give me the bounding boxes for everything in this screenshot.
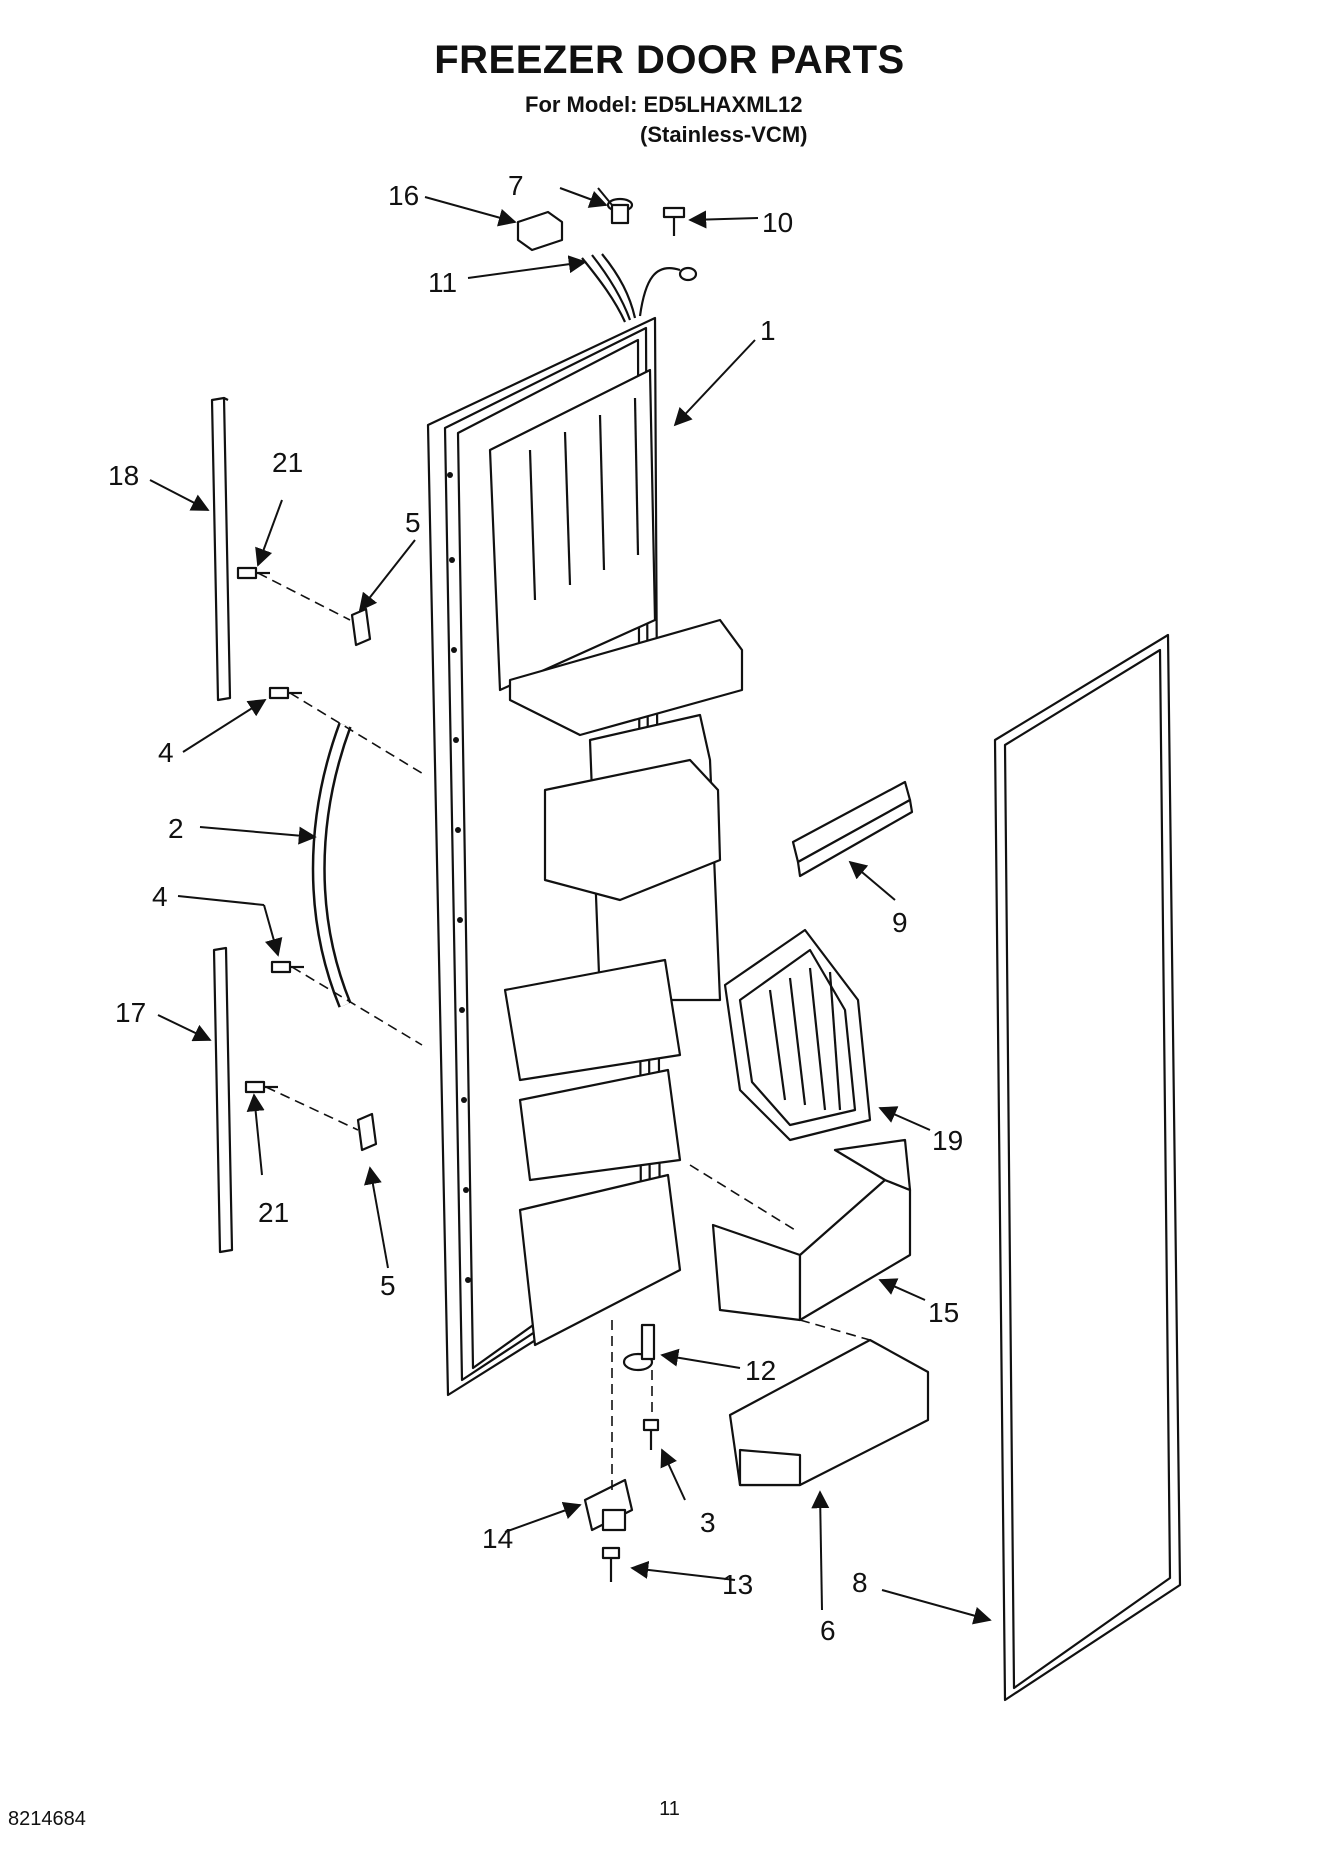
callout-1: 1 bbox=[760, 315, 776, 346]
model-line: For Model: ED5LHAXML12 bbox=[525, 92, 803, 117]
door-bin-15 bbox=[711, 1138, 912, 1322]
callout-5-lower: 5 bbox=[380, 1270, 396, 1301]
wire-harness bbox=[581, 253, 698, 323]
hinge-pin-12 bbox=[622, 1323, 656, 1372]
ice-bucket-basket bbox=[723, 928, 872, 1142]
callout-19: 19 bbox=[932, 1125, 963, 1156]
callout-8: 8 bbox=[852, 1567, 868, 1598]
handle-clip-upper bbox=[350, 607, 372, 647]
screw-3 bbox=[642, 1418, 660, 1450]
connector-block bbox=[516, 210, 564, 252]
shelf-retainer bbox=[791, 780, 914, 878]
callout-11: 11 bbox=[428, 267, 457, 298]
callout-4-lower: 4 bbox=[152, 881, 168, 912]
document-number: 8214684 bbox=[8, 1808, 86, 1830]
finish-line: (Stainless-VCM) bbox=[640, 122, 808, 147]
callout-12: 12 bbox=[745, 1355, 776, 1386]
callout-9: 9 bbox=[892, 907, 908, 938]
callout-14: 14 bbox=[482, 1523, 513, 1554]
callout-15: 15 bbox=[928, 1297, 959, 1328]
callout-10: 10 bbox=[762, 207, 793, 238]
handle-clip-lower bbox=[356, 1112, 378, 1152]
callout-21-lower: 21 bbox=[258, 1197, 289, 1228]
callout-16: 16 bbox=[388, 180, 419, 211]
callout-17: 17 bbox=[115, 997, 146, 1028]
door-plug bbox=[606, 197, 634, 225]
door-gasket bbox=[993, 633, 1182, 1702]
door-handle bbox=[311, 722, 352, 1008]
page-title: FREEZER DOOR PARTS bbox=[434, 38, 905, 82]
callout-5-upper: 5 bbox=[405, 507, 421, 538]
callout-2: 2 bbox=[168, 813, 184, 844]
screw-top bbox=[662, 206, 686, 236]
trim-strip-upper bbox=[210, 396, 232, 702]
callout-21-upper: 21 bbox=[272, 447, 303, 478]
callout-7: 7 bbox=[508, 170, 524, 201]
freezer-door-panel bbox=[426, 316, 744, 1397]
leader-arrows bbox=[149, 187, 992, 1625]
page-number: 11 bbox=[659, 1798, 680, 1820]
callout-3: 3 bbox=[700, 1507, 716, 1538]
callout-18: 18 bbox=[108, 460, 139, 491]
alignment-lines bbox=[257, 572, 871, 1495]
trim-strip-lower bbox=[212, 946, 234, 1254]
callout-4-upper: 4 bbox=[158, 737, 174, 768]
callout-13: 13 bbox=[722, 1569, 753, 1600]
hinge-bracket-14 bbox=[583, 1478, 634, 1532]
screw-13 bbox=[601, 1546, 621, 1582]
callout-6: 6 bbox=[820, 1615, 836, 1646]
